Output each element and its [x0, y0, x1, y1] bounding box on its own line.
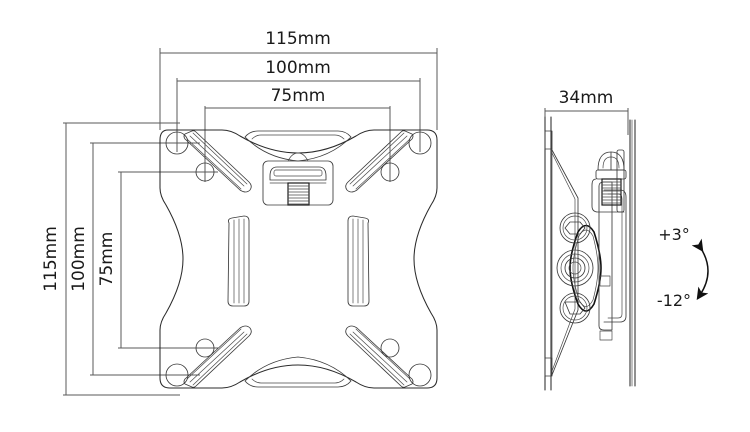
dimension-label-100mm-horizontal: 100mm — [265, 58, 331, 78]
pivot-boss-top-outer — [559, 212, 591, 244]
rib-center-right — [347, 215, 370, 307]
mounting-hole-vesa100-top-left — [165, 131, 189, 155]
plate-top-ridge-nub — [287, 152, 309, 162]
dimension-100mm-horizontal: 100mm — [176, 58, 421, 152]
mounting-hole-vesa75-bottom-left — [195, 338, 215, 358]
dimension-label-75mm-horizontal: 75mm — [271, 86, 326, 106]
rib-center-left — [227, 215, 250, 307]
dimension-115mm-vertical: 115mm — [41, 122, 180, 396]
pivot-boss-bottom-outer — [559, 292, 591, 324]
mounting-hole-vesa75-top-right — [380, 162, 400, 182]
dimension-34mm-depth: 34mm — [544, 88, 629, 135]
tilt-angle-annotation: +3° -12° — [657, 225, 709, 310]
tilt-thumbscrew-assembly — [591, 149, 627, 213]
dimension-115mm-horizontal: 115mm — [159, 29, 438, 130]
plate-outline — [159, 129, 438, 389]
mounting-hole-vesa75-top-left — [195, 162, 215, 182]
mounting-hole-vesa100-bottom-left — [165, 363, 189, 387]
side-view-assembly: 34mm — [544, 88, 636, 391]
tilt-range-arc — [691, 238, 709, 300]
mounting-hole-vesa100-bottom-right — [408, 363, 432, 387]
pivot-boss-center-ring — [564, 257, 586, 279]
hex-socket-top — [564, 221, 586, 235]
rib-upper-left — [183, 130, 252, 193]
clamp-screw-knurling — [287, 185, 310, 205]
dimension-label-115mm-vertical: 115mm — [41, 226, 61, 292]
plate-bottom-ridge-inner — [251, 378, 345, 384]
thumbscrew-knurling — [601, 181, 622, 204]
hex-socket-bottom — [564, 301, 586, 315]
bracket-plate-front — [159, 129, 438, 389]
tilt-angle-up-label: +3° — [658, 225, 690, 244]
center-clamp-assembly — [262, 160, 334, 206]
dimension-75mm-vertical: 75mm — [97, 171, 218, 349]
dimension-label-75mm-vertical: 75mm — [97, 232, 117, 287]
wall-plate-side — [544, 116, 553, 391]
pivot-boss-center-outer — [556, 249, 594, 287]
plate-top-ridge — [244, 130, 352, 162]
mounting-hole-vesa100-top-right — [408, 131, 432, 155]
mounting-hole-vesa75-bottom-right — [380, 338, 400, 358]
dimension-100mm-vertical: 100mm — [69, 142, 200, 376]
dimension-label-115mm-horizontal: 115mm — [265, 29, 331, 49]
tilt-angle-down-label: -12° — [657, 291, 691, 310]
plate-bottom-ridge — [244, 356, 352, 388]
dimension-label-34mm: 34mm — [559, 88, 614, 108]
plate-top-ridge-inner — [251, 134, 345, 140]
front-view-horizontal-dimensions: 115mm 100mm 75mm — [159, 29, 438, 182]
dimension-label-100mm-vertical: 100mm — [69, 226, 89, 292]
front-view-vertical-dimensions: 115mm 100mm 75mm — [41, 122, 218, 396]
screen-plane-rails — [629, 119, 636, 387]
pivot-plate-side — [556, 212, 602, 324]
